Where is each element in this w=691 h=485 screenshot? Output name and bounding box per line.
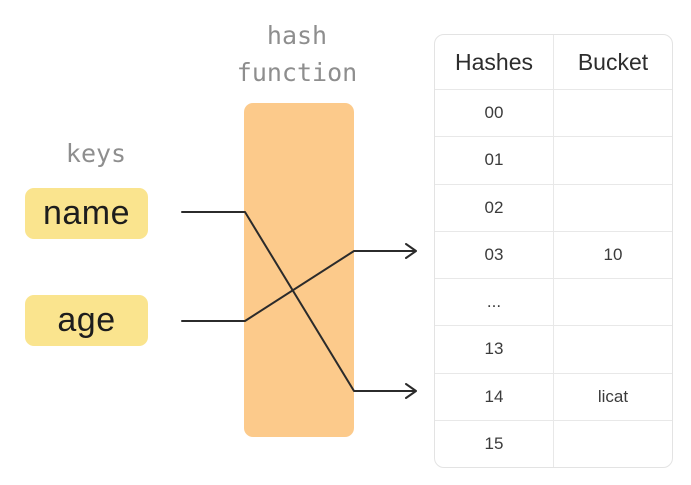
bucket-cell <box>554 421 672 467</box>
key-chip-name: name <box>25 188 148 239</box>
bucket-cell <box>554 326 672 372</box>
hash-cell: 01 <box>435 137 554 184</box>
hash-cell: 03 <box>435 231 554 278</box>
bucket-cell <box>554 185 672 231</box>
bucket-cell: licat <box>597 386 629 406</box>
table-row: 13 <box>435 326 672 374</box>
table-row: 00 <box>435 90 672 138</box>
hash-cell: ... <box>435 279 554 326</box>
table-row: 01 <box>435 137 672 185</box>
table-row: 14 licat <box>435 373 672 421</box>
column-header-bucket: Bucket <box>577 48 649 75</box>
hash-cell: 00 <box>435 90 554 137</box>
table-row: 15 <box>435 420 672 467</box>
hash-function-box <box>244 103 354 437</box>
hash-table: Hashes Bucket 00 01 02 03 10 ... 13 14 <box>434 34 673 468</box>
bucket-cell <box>554 279 672 325</box>
column-header-hashes: Hashes <box>435 35 554 89</box>
bucket-cell: 10 <box>603 244 623 264</box>
table-row: 03 10 <box>435 231 672 279</box>
table-header-row: Hashes Bucket <box>435 35 672 90</box>
table-row: ... <box>435 279 672 327</box>
hash-cell: 15 <box>435 420 554 467</box>
bucket-cell <box>554 137 672 183</box>
table-row: 02 <box>435 184 672 232</box>
hash-cell: 13 <box>435 326 554 373</box>
hash-function-label: hash function <box>236 21 358 87</box>
key-chip-age: age <box>25 295 148 346</box>
hash-cell: 14 <box>435 373 554 420</box>
hash-cell: 02 <box>435 184 554 231</box>
keys-label: keys <box>65 139 127 168</box>
bucket-cell <box>554 90 672 136</box>
